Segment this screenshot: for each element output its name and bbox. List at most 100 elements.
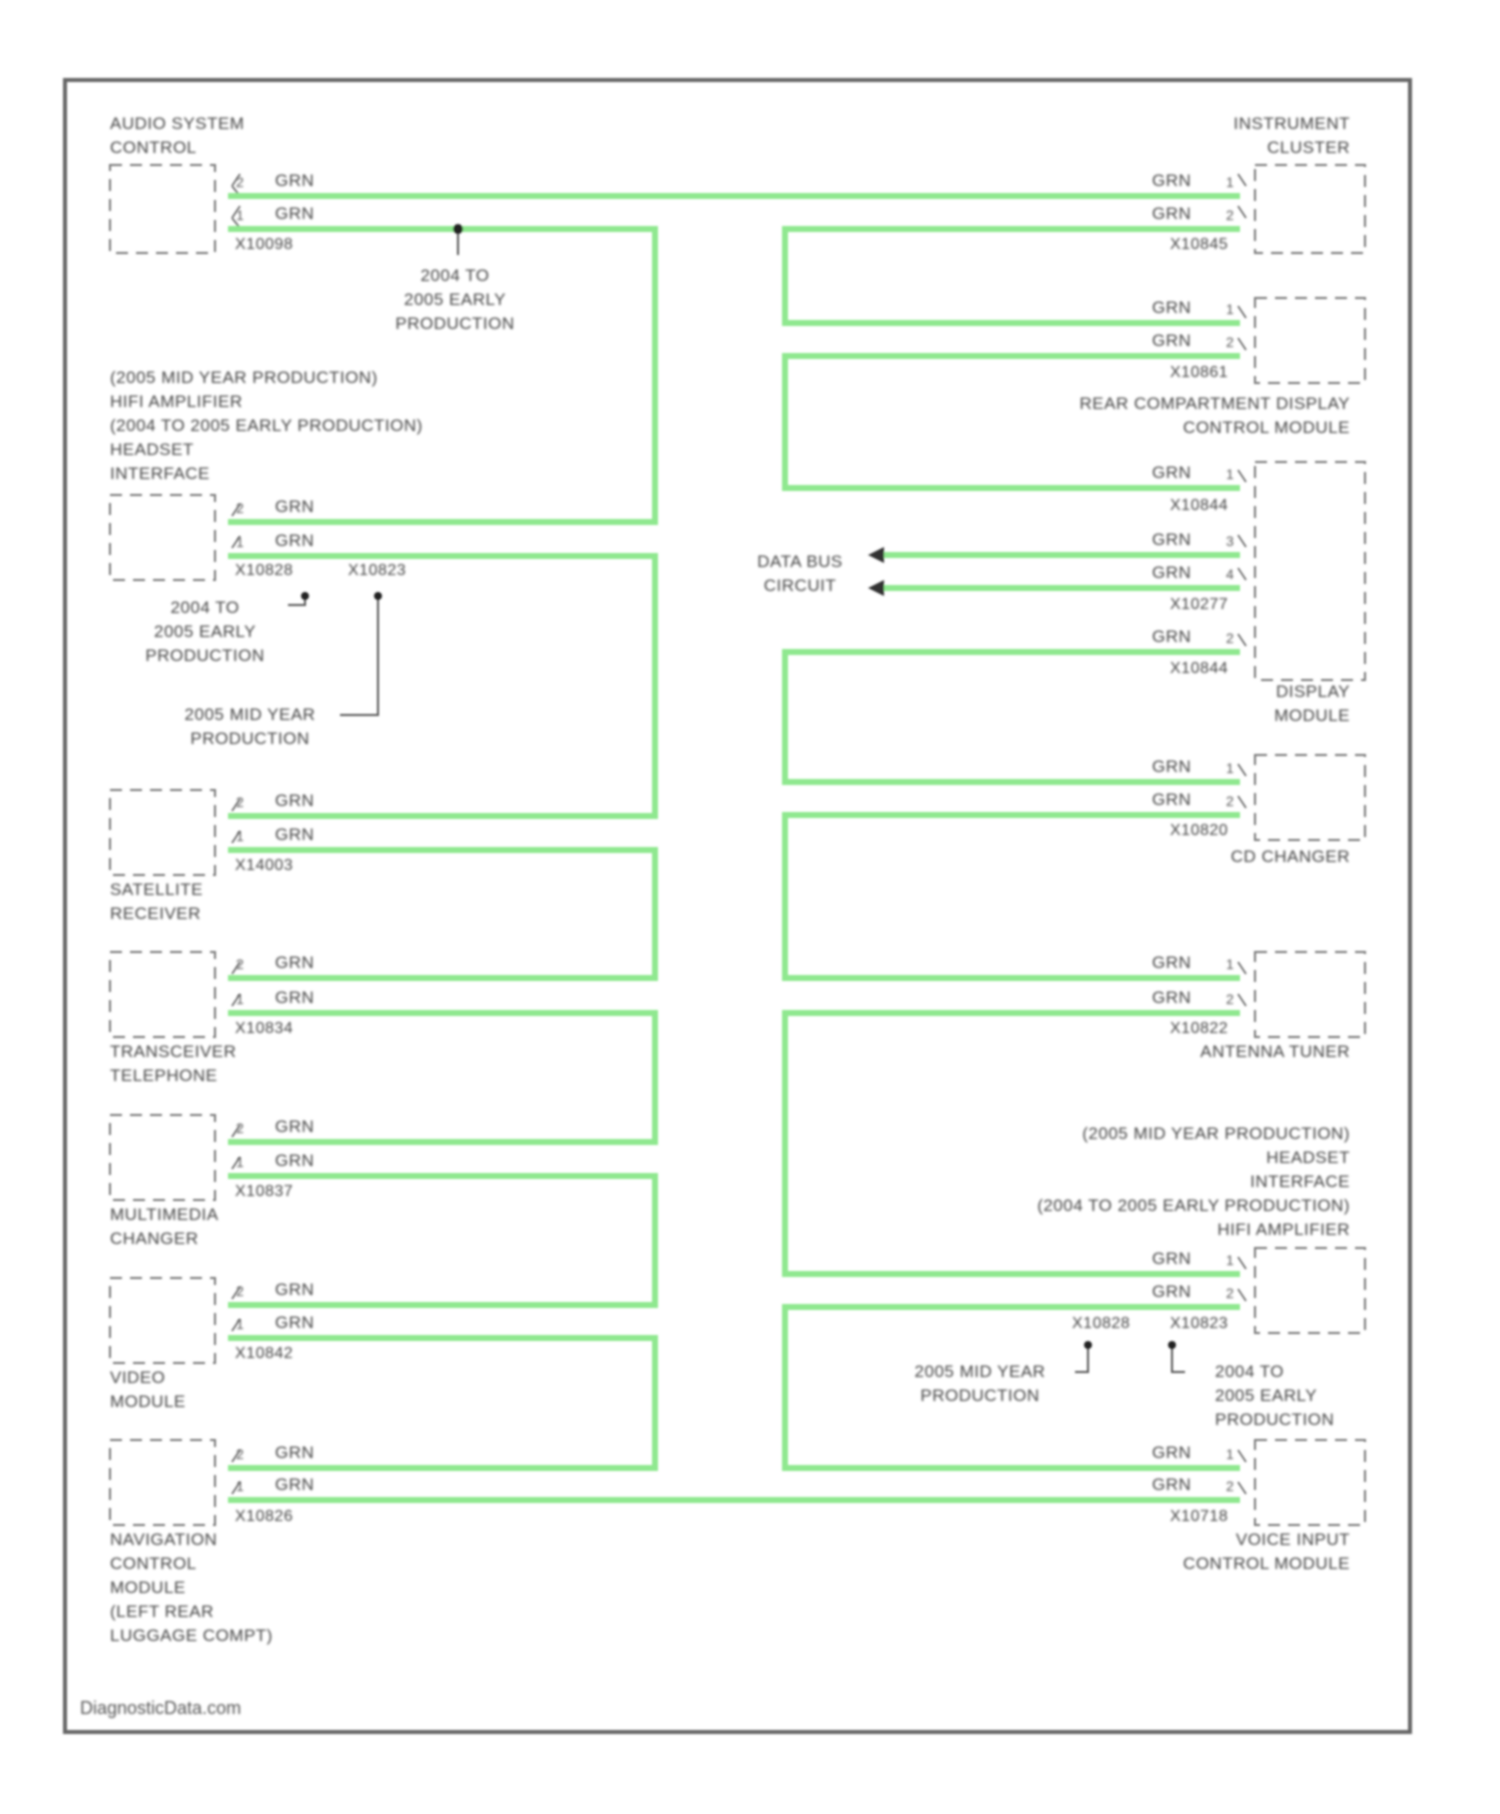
pin-number: 1 [1226,1252,1234,1268]
pin-number: 2 [1226,207,1234,223]
wire-label-grn: GRN [1152,953,1191,973]
connector-hifi-a: X10828 [235,562,293,580]
wire-label-grn: GRN [275,1117,314,1137]
wire-label-grn: GRN [1152,563,1191,583]
video-box [110,1278,215,1363]
module-label-headset-hifi: (2005 MID YEAR PRODUCTION)HEADSET INTERF… [1037,1122,1350,1242]
pin-number: 1 [1226,956,1234,972]
pin-number: 1 [236,1316,244,1332]
module-label-antenna: ANTENNA TUNER [1200,1040,1350,1064]
pin-number: 4 [1226,566,1234,582]
pin-number: 2 [1226,1478,1234,1494]
module-label-cd-changer: CD CHANGER [1231,845,1350,869]
wire-label-grn: GRN [275,1475,314,1495]
connector-headset-a: X10828 [1072,1315,1130,1333]
wire-label-grn: GRN [1152,1282,1191,1302]
connector-navigation: X10826 [235,1508,293,1526]
pin-number: 1 [1226,466,1234,482]
wire-label-grn: GRN [1152,331,1191,351]
module-label-hifi-headset: (2005 MID YEAR PRODUCTION)HIFI AMPLIFIER… [110,366,423,486]
wire-label-grn: GRN [1152,530,1191,550]
module-label-voice: VOICE INPUTCONTROL MODULE [1183,1528,1350,1576]
pin-number: 2 [1226,1285,1234,1301]
pin-number: 1 [236,828,244,844]
pin-number: 3 [1226,533,1234,549]
pin-number: 1 [1226,301,1234,317]
wire-label-grn: GRN [1152,757,1191,777]
pin-number: 1 [1226,174,1234,190]
wire-label-grn: GRN [1152,1249,1191,1269]
connector-satellite: X14003 [235,857,293,875]
wire-label-grn: GRN [275,531,314,551]
data-bus-arrows [868,547,884,596]
wire-label-grn: GRN [1152,298,1191,318]
pin-number: 2 [236,1283,244,1299]
connector-hifi-b: X10823 [348,562,406,580]
wire-label-grn: GRN [275,1443,314,1463]
connector-display-a: X10844 [1170,497,1228,515]
wire-label-grn: GRN [1152,1443,1191,1463]
watermark: DiagnosticData.com [80,1698,241,1719]
wire-label-grn: GRN [1152,463,1191,483]
connector-display-c: X10844 [1170,660,1228,678]
connector-display-b: X10277 [1170,596,1228,614]
wire-label-grn: GRN [1152,171,1191,191]
pin-number: 1 [1226,760,1234,776]
connector-video: X10842 [235,1345,293,1363]
pin-number: 2 [1226,630,1234,646]
wire-label-grn: GRN [275,1280,314,1300]
wire-label-grn: GRN [275,825,314,845]
cd-changer-box [1255,755,1365,840]
pin-number: 2 [1226,334,1234,350]
connector-audio: X10098 [235,236,293,254]
wire-label-grn: GRN [275,953,314,973]
display-box [1255,462,1365,680]
wire-label-grn: GRN [275,1151,314,1171]
wire-label-grn: GRN [275,1313,314,1333]
pin-number: 2 [236,1120,244,1136]
pin-number: 2 [236,500,244,516]
pin-number: 1 [236,1154,244,1170]
pin-number: 2 [236,1446,244,1462]
pin-number: 1 [236,207,244,223]
multimedia-box [110,1115,215,1200]
module-label-telephone: TRANSCEIVERTELEPHONE [110,1040,236,1088]
audio-box [110,165,215,253]
wire-label-grn: GRN [275,497,314,517]
wire-label-grn: GRN [275,204,314,224]
navigation-box [110,1440,215,1525]
wire-label-grn: GRN [1152,988,1191,1008]
pin-number: 2 [1226,991,1234,1007]
pin-number: 2 [236,794,244,810]
connector-voice: X10718 [1170,1508,1228,1526]
pin-number: 1 [1226,1446,1234,1462]
connector-rear-display: X10861 [1170,364,1228,382]
hifi-box [110,495,215,580]
wire-label-grn: GRN [275,988,314,1008]
pin-number: 2 [236,956,244,972]
headset-box [1255,1248,1365,1333]
pin-number: 2 [1226,793,1234,809]
wire-label-grn: GRN [275,171,314,191]
connector-headset-b: X10823 [1170,1315,1228,1333]
connector-antenna: X10822 [1170,1020,1228,1038]
pin-number: 1 [236,534,244,550]
diagram-frame [65,80,1410,1732]
wire-label-grn: GRN [1152,790,1191,810]
wire-left-2 [228,556,655,816]
satellite-box [110,790,215,875]
antenna-box [1255,952,1365,1037]
wire-label-grn: GRN [1152,1475,1191,1495]
connector-telephone: X10834 [235,1020,293,1038]
